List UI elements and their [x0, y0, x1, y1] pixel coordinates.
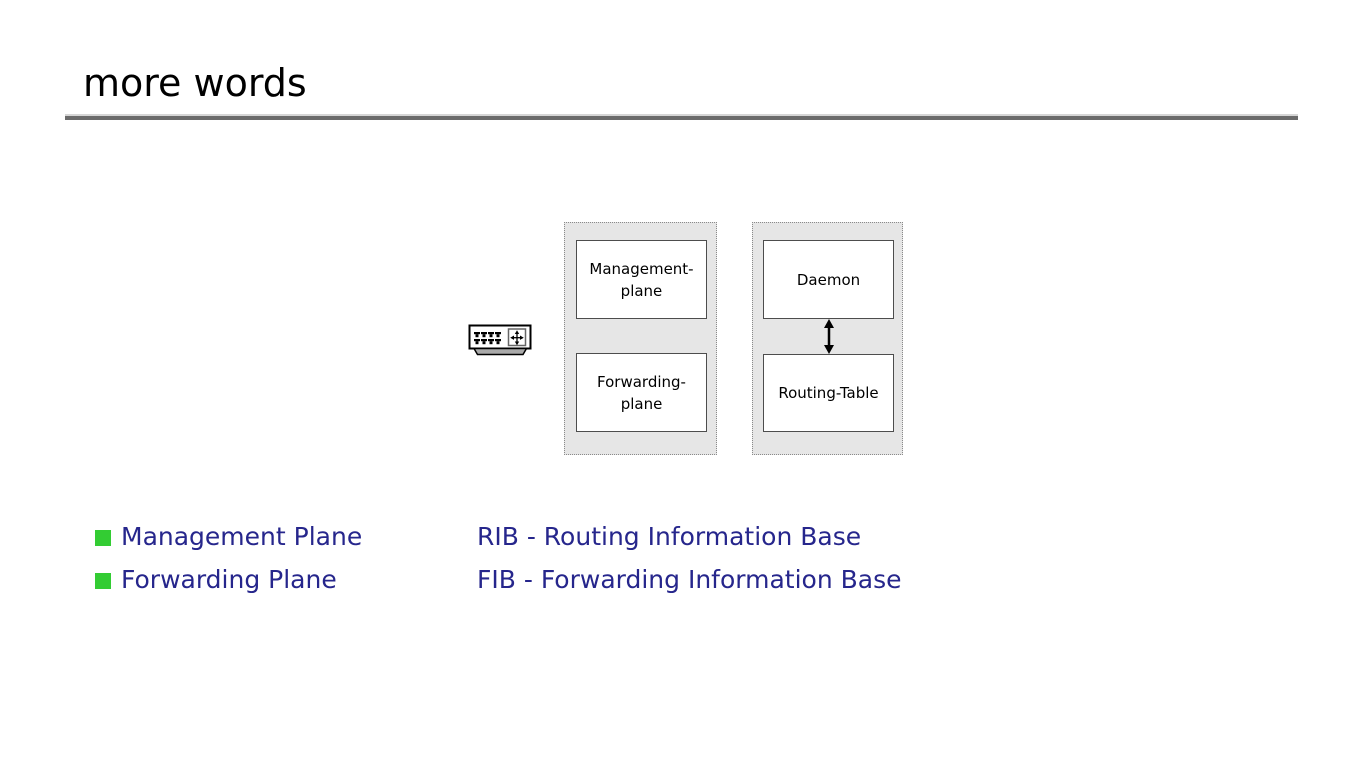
management-plane-box: Management- plane	[576, 240, 707, 319]
bullet-definition: FIB - Forwarding Information Base	[477, 565, 902, 594]
daemon-label: Daemon	[796, 270, 861, 289]
green-square-bullet-icon	[95, 573, 111, 589]
green-square-bullet-icon	[95, 530, 111, 546]
bullet-row-management-plane: Management Plane RIB - Routing Informati…	[95, 517, 1245, 557]
bullet-term: Forwarding Plane	[121, 565, 337, 594]
bullet-term: Management Plane	[121, 522, 363, 551]
title-underline	[65, 114, 1298, 120]
management-plane-label: Management- plane	[589, 259, 694, 300]
planes-panel: Management- plane Forwarding- plane	[564, 222, 717, 455]
routing-table-box: Routing-Table	[763, 354, 894, 432]
slide-title: more words	[83, 61, 307, 105]
daemon-panel: Daemon Routing-Table	[752, 222, 903, 455]
forwarding-plane-label: Forwarding- plane	[597, 372, 686, 413]
double-headed-arrow-icon	[824, 319, 834, 354]
device-ports-icon	[474, 332, 501, 345]
bullet-row-forwarding-plane: Forwarding Plane FIB - Forwarding Inform…	[95, 560, 1245, 600]
network-device-icon	[468, 324, 532, 356]
daemon-box: Daemon	[763, 240, 894, 319]
forwarding-plane-box: Forwarding- plane	[576, 353, 707, 432]
bullet-definition: RIB - Routing Information Base	[477, 522, 862, 551]
crossing-arrows-icon	[507, 328, 527, 347]
routing-table-label: Routing-Table	[778, 384, 879, 402]
